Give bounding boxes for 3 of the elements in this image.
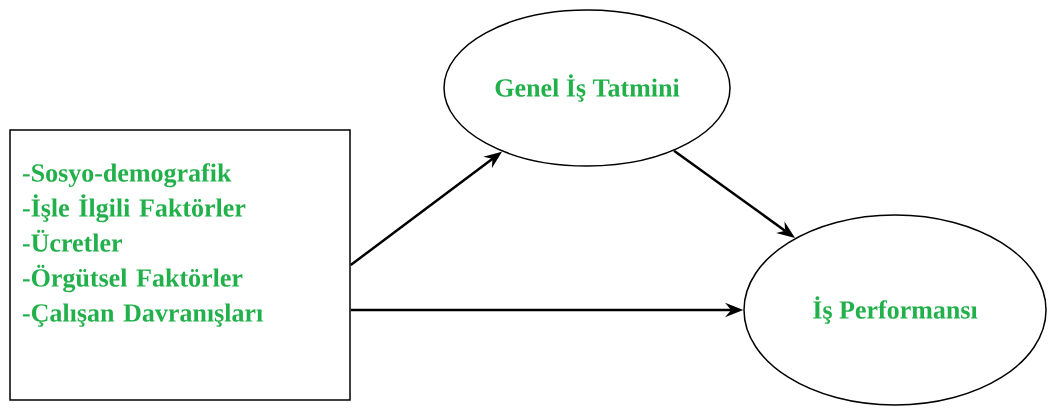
factor-box: -Sosyo-demografik -İşle İlgili Faktörler -Ücretler -Örgütsel Faktörler -Çalışan Davranışları <box>9 129 351 401</box>
ellipse-node: Genel İş Tatmini <box>443 9 731 167</box>
ellipse-node: İş Performansı <box>743 214 1047 406</box>
